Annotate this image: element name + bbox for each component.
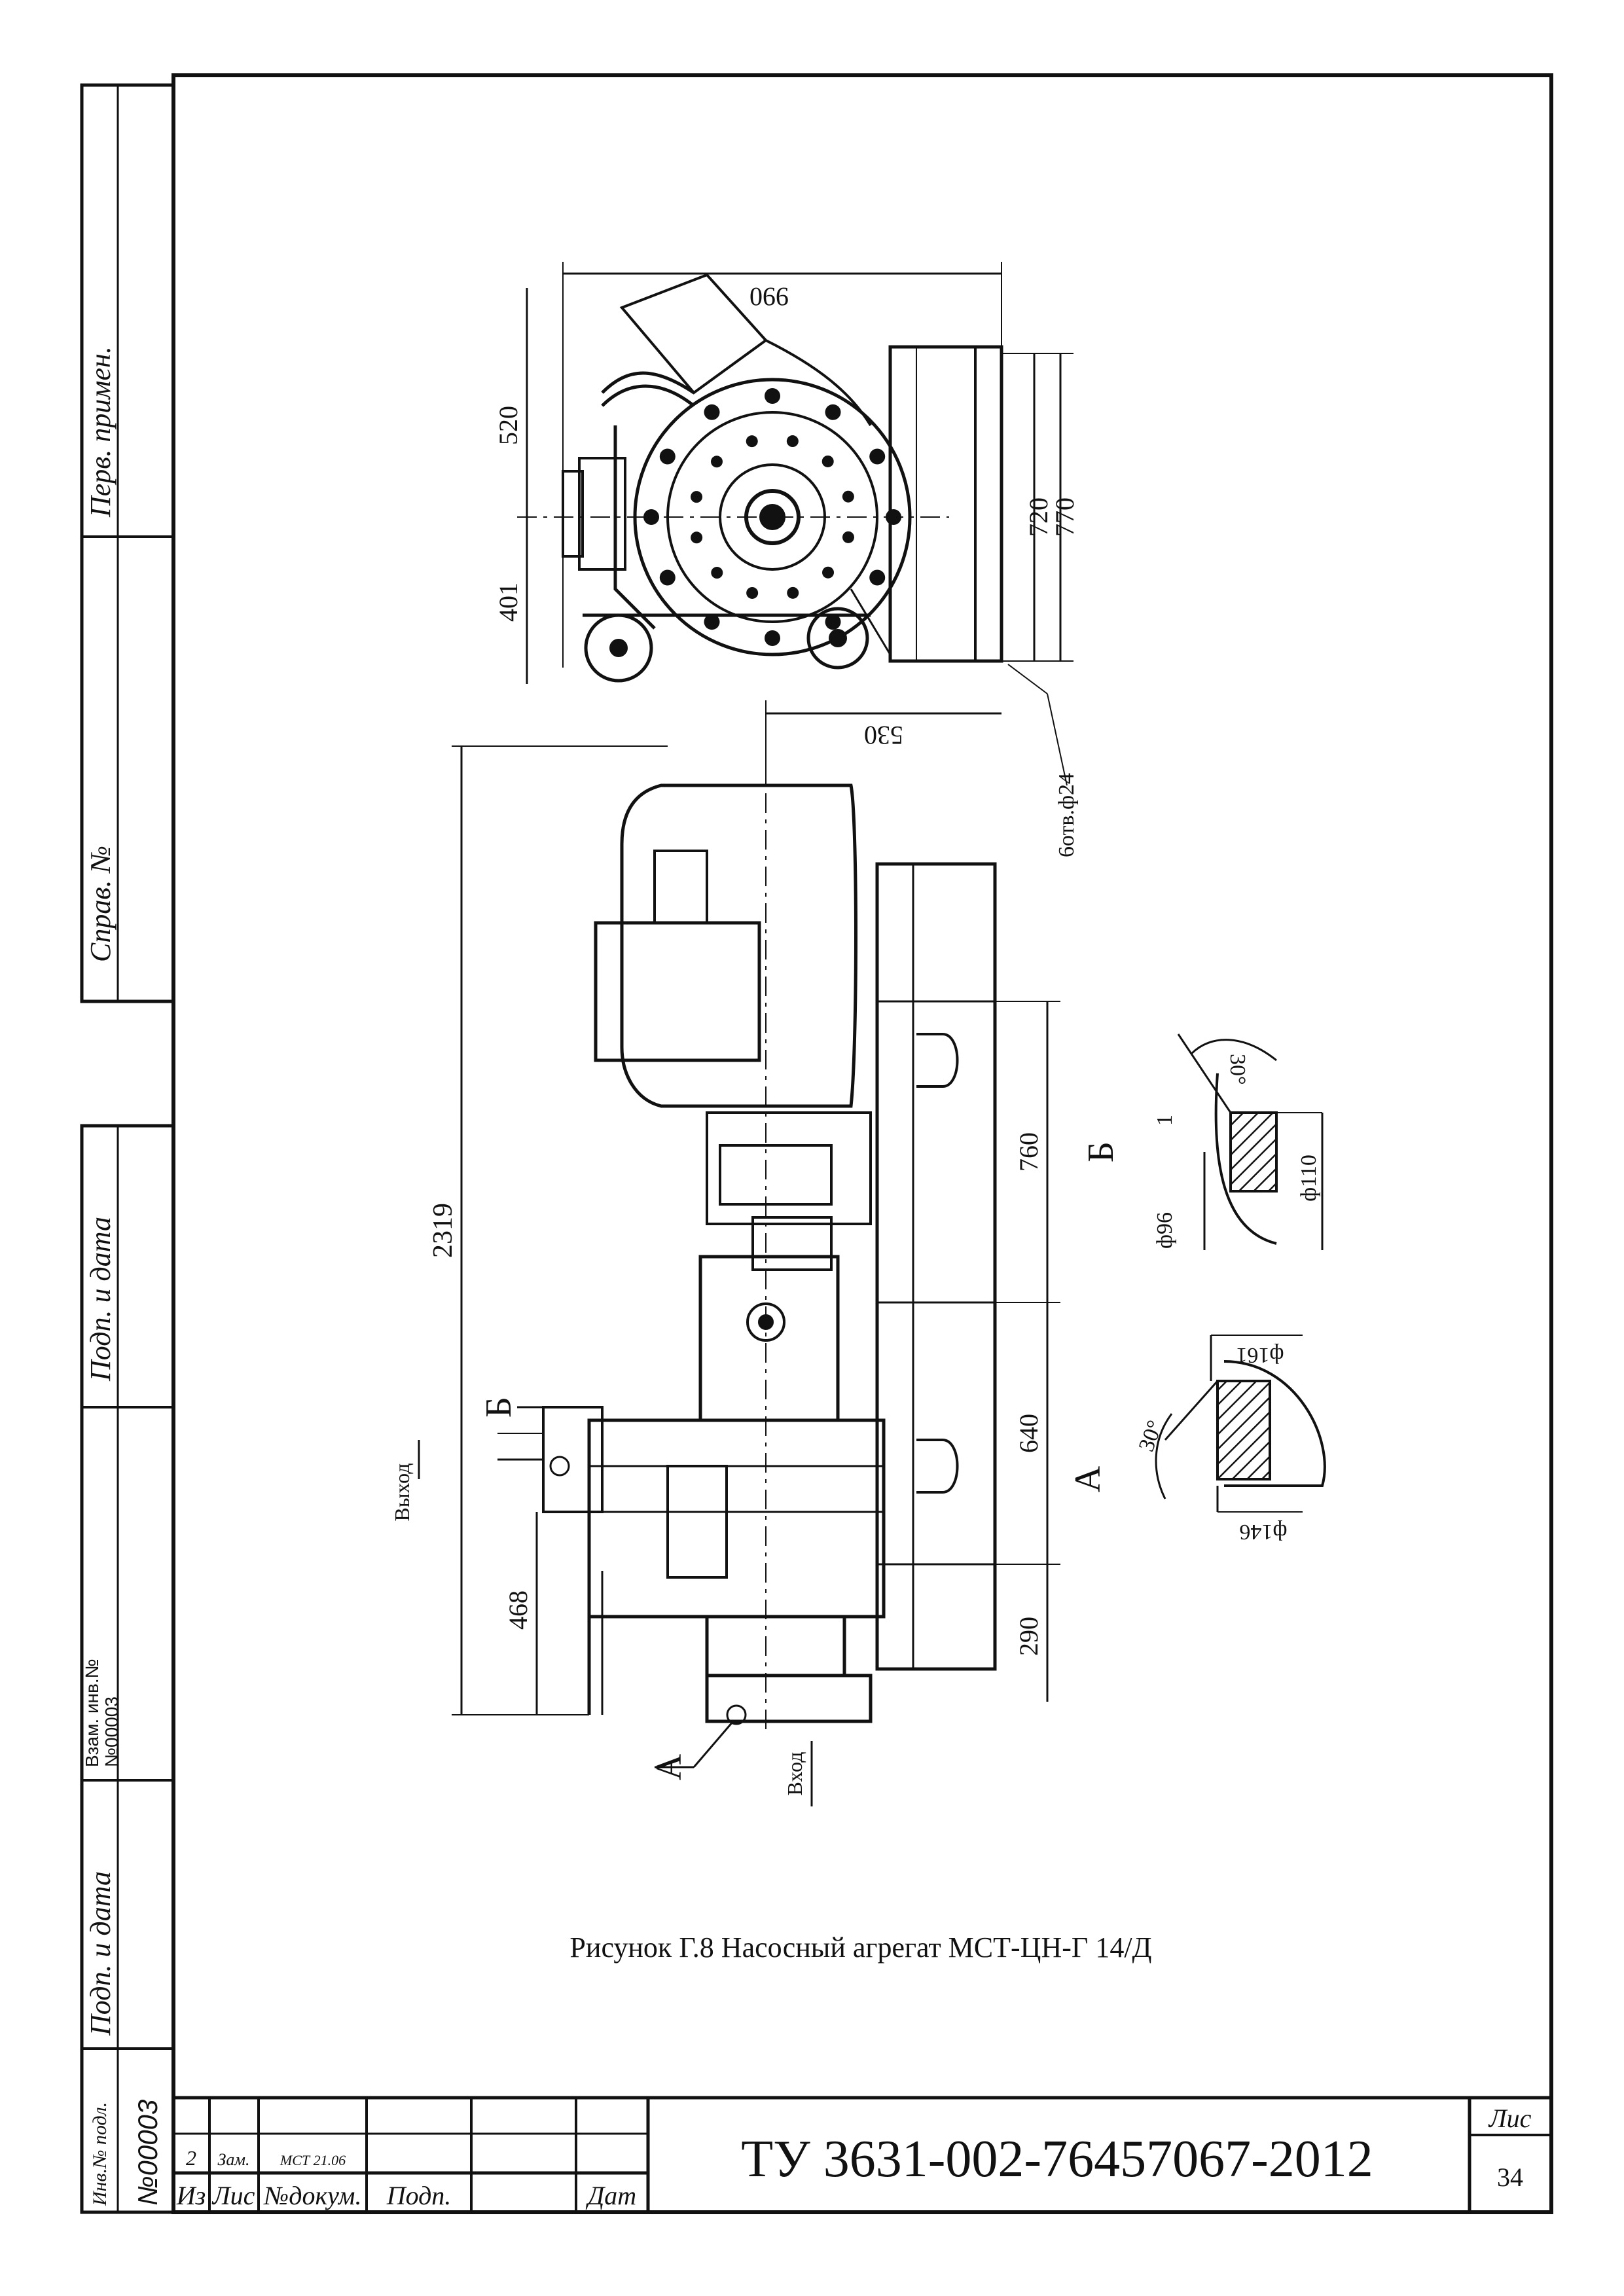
flange-bolt: [704, 404, 720, 420]
flange-bolt: [659, 448, 676, 465]
col-ndok: №докум.: [263, 2181, 362, 2210]
impeller-bolt: [821, 455, 834, 467]
flange-bolt: [643, 509, 659, 525]
detail-b-d96: ф96: [1153, 1212, 1177, 1249]
impeller-bolt: [711, 567, 723, 579]
sheet-number: 34: [1497, 2162, 1523, 2192]
flange-bolt: [704, 614, 720, 630]
inv-podl-value: №00003: [132, 2100, 163, 2206]
inv-podl-label: Инв.№ подл.: [89, 2102, 111, 2206]
col-data: Дат: [585, 2181, 636, 2210]
impeller-bolt: [746, 435, 758, 448]
impeller-bolt: [786, 435, 799, 448]
flange-bolt: [825, 404, 841, 420]
sheet-label: Лис: [1488, 2104, 1532, 2133]
label-a-view: А: [649, 1753, 689, 1780]
pump-end-view: [517, 262, 1074, 786]
dim-468: 468: [503, 1590, 533, 1630]
label-vhod: Вход: [783, 1751, 806, 1795]
dim-401: 401: [494, 583, 523, 622]
dim-990: 990: [749, 282, 789, 312]
impeller-bolt: [691, 531, 703, 544]
col-podp: Подп.: [386, 2181, 452, 2210]
detail-a-d161: ф161: [1236, 1343, 1284, 1367]
impeller-bolt: [691, 491, 703, 503]
dim-720: 720: [1024, 497, 1053, 537]
detail-b-gap: 1: [1153, 1115, 1177, 1126]
impeller-bolt: [746, 586, 759, 599]
detail-b-angle: 30°: [1225, 1054, 1250, 1085]
vzam-inv-value: №00003: [101, 1696, 122, 1767]
impeller-bolt: [822, 566, 835, 579]
col-izm: Из: [176, 2181, 206, 2210]
bolt-holes-label: 6отв.ф24: [1055, 773, 1079, 857]
dim-770: 770: [1050, 497, 1079, 537]
vzam-inv-label: Взам. инв.№: [82, 1659, 102, 1767]
perv-primen-label: Перв. примен.: [84, 346, 117, 518]
figure-caption: Рисунок Г.8 Насосный агрегат МСТ-ЦН-Г 14…: [569, 1931, 1151, 1964]
frame-border: [171, 73, 1553, 2214]
flange-bolt: [869, 569, 886, 586]
dim-2319: 2319: [428, 1203, 458, 1258]
flange-bolt: [886, 509, 901, 525]
flange-bolt: [825, 614, 841, 630]
dim-760: 760: [1014, 1132, 1043, 1172]
flange-bolt: [869, 448, 886, 465]
row-lis: Зам.: [218, 2150, 250, 2169]
sprav-no-label: Справ. №: [84, 846, 117, 962]
impeller-bolt: [710, 456, 723, 468]
detail-a: [1155, 1335, 1326, 1513]
label-vyhod: Выход: [390, 1463, 414, 1522]
dim-520: 520: [494, 406, 523, 445]
detail-b: [1177, 1033, 1324, 1250]
detail-a-d146: ф146: [1239, 1520, 1287, 1544]
row-izm: 2: [186, 2146, 196, 2170]
impeller-bolt: [842, 490, 854, 503]
side-stamp: [80, 83, 175, 2214]
detail-b-label: Б: [1081, 1141, 1121, 1162]
podp-data-label-2: Подп. и дата: [84, 1871, 117, 2036]
podp-data-label-1: Подп. и дата: [84, 1217, 117, 1382]
flange-bolt: [765, 388, 780, 404]
impeller-bolt: [842, 531, 854, 543]
detail-a-angle: 30°: [1134, 1417, 1168, 1454]
document-code: ТУ 3631-002-76457067-2012: [741, 2130, 1373, 2188]
dim-530: 530: [864, 721, 903, 750]
detail-b-d110: ф110: [1297, 1155, 1321, 1202]
dim-640: 640: [1014, 1414, 1043, 1453]
title-block: [173, 2096, 1551, 2212]
detail-a-label: А: [1068, 1465, 1108, 1492]
flange-bolt: [765, 630, 780, 646]
dim-290: 290: [1014, 1617, 1043, 1656]
flange-bolt: [659, 569, 676, 586]
impeller-bolt: [787, 586, 799, 599]
col-lis: Лис: [211, 2181, 255, 2210]
pump-side-view: [418, 700, 1060, 1806]
row-ndok: МСТ 21.06: [280, 2152, 346, 2168]
label-b-view: Б: [478, 1397, 519, 1418]
